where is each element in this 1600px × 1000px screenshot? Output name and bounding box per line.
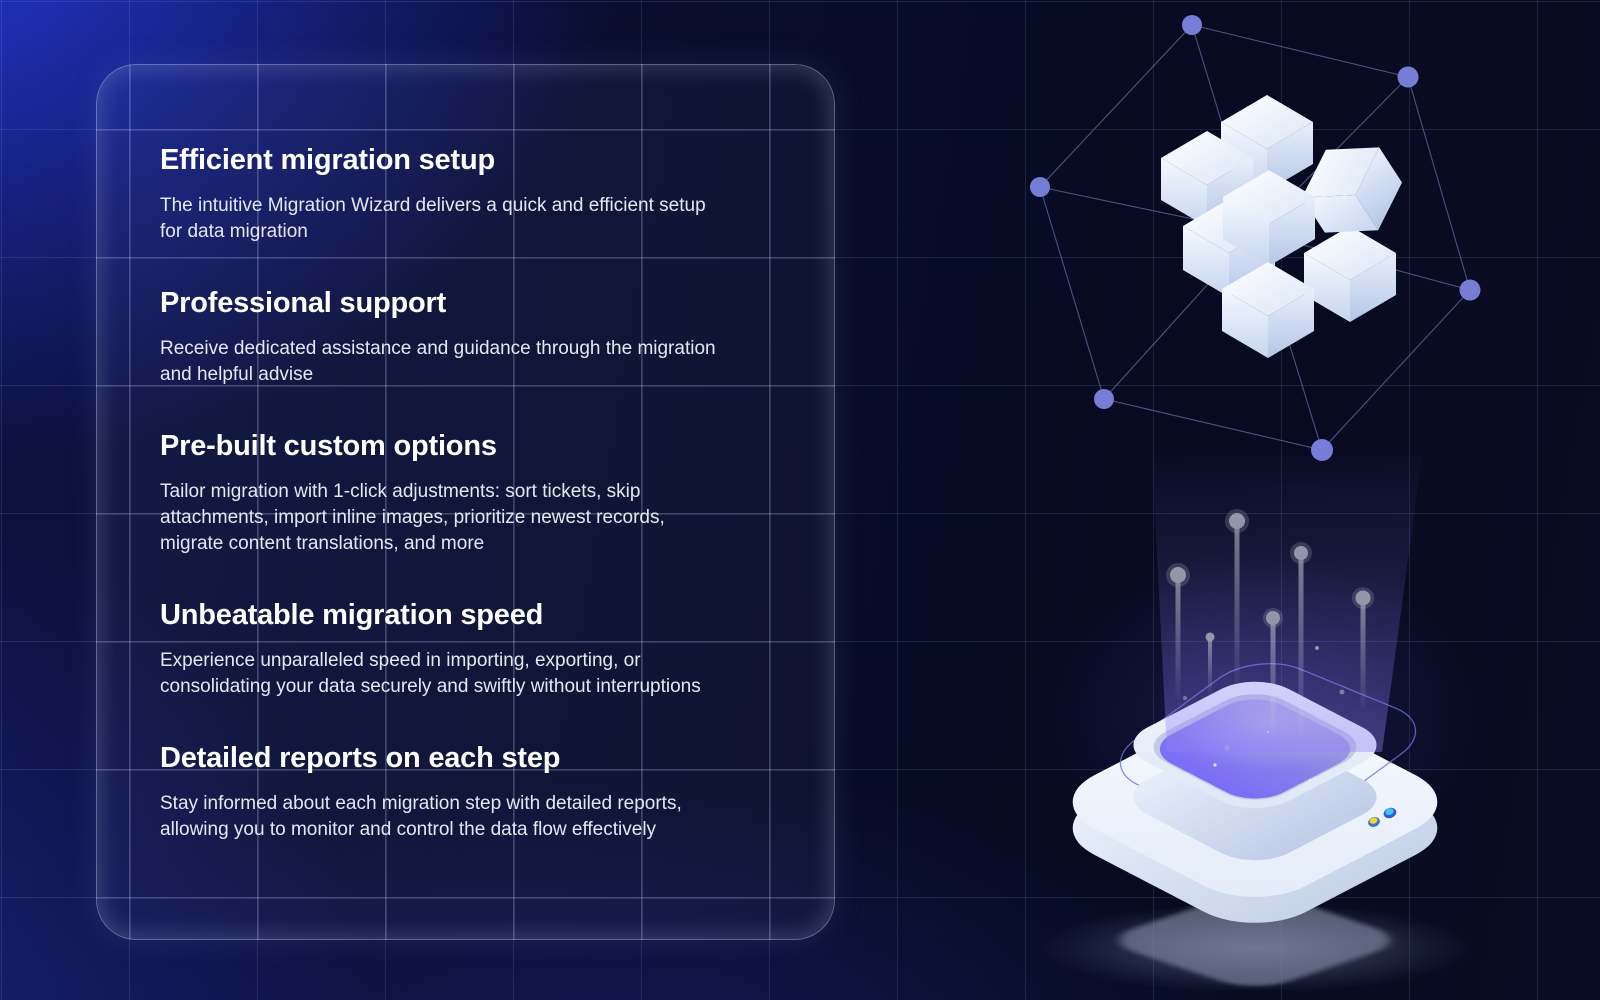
network-node <box>1311 439 1333 461</box>
particle-dot <box>1266 611 1280 625</box>
cube-cluster <box>1161 95 1403 358</box>
beam-particles <box>1166 509 1374 751</box>
particle-speck <box>1224 745 1230 751</box>
network-nodes <box>1030 15 1481 461</box>
screen-speck <box>1213 763 1217 767</box>
particle-dot <box>1205 632 1215 642</box>
particle-dot <box>1294 546 1308 560</box>
feature-professional-support: Professional support Receive dedicated a… <box>160 285 795 388</box>
feature-title: Professional support <box>160 287 447 319</box>
particle-speck <box>1315 646 1319 650</box>
holographic-platform-icon <box>1040 456 1473 990</box>
feature-description: Receive dedicated assistance and guidanc… <box>160 338 716 385</box>
cube <box>1223 170 1315 266</box>
feature-title: Pre-built custom options <box>160 430 497 462</box>
feature-description: Stay informed about each migration step … <box>160 793 682 840</box>
cube-cluster-network-icon <box>1030 15 1481 461</box>
cube <box>1304 226 1396 322</box>
network-node <box>1094 389 1114 409</box>
feature-description: The intuitive Migration Wizard delivers … <box>160 195 706 242</box>
indicator-light-yellow <box>1368 817 1380 827</box>
particle-dot <box>1355 590 1371 606</box>
network-node <box>1182 15 1202 35</box>
feature-efficient-migration-setup: Efficient migration setup The intuitive … <box>160 142 795 245</box>
particle-dot <box>1170 567 1186 583</box>
screen-speck <box>1308 778 1312 782</box>
feature-description: Experience unparalleled speed in importi… <box>160 650 701 697</box>
light-beam <box>1152 456 1422 752</box>
feature-title: Detailed reports on each step <box>160 742 561 774</box>
particle-speck <box>1183 696 1187 700</box>
indicator-light-cyan <box>1383 807 1397 819</box>
network-node <box>1459 279 1481 301</box>
features-card: Efficient migration setup The intuitive … <box>96 64 835 940</box>
feature-title: Efficient migration setup <box>160 144 495 176</box>
feature-unbeatable-migration-speed: Unbeatable migration speed Experience un… <box>160 597 795 700</box>
feature-pre-built-custom-options: Pre-built custom options Tailor migratio… <box>160 428 795 557</box>
tilted-cube <box>1301 147 1403 233</box>
particle-dot <box>1229 513 1245 529</box>
feature-detailed-reports: Detailed reports on each step Stay infor… <box>160 740 795 843</box>
cube <box>1222 262 1314 358</box>
platform-reflection <box>1040 894 1470 990</box>
network-node <box>1030 177 1050 197</box>
feature-title: Unbeatable migration speed <box>160 599 544 631</box>
particle-speck <box>1339 689 1345 695</box>
network-node <box>1397 66 1419 88</box>
feature-description: Tailor migration with 1-click adjustment… <box>160 481 665 554</box>
